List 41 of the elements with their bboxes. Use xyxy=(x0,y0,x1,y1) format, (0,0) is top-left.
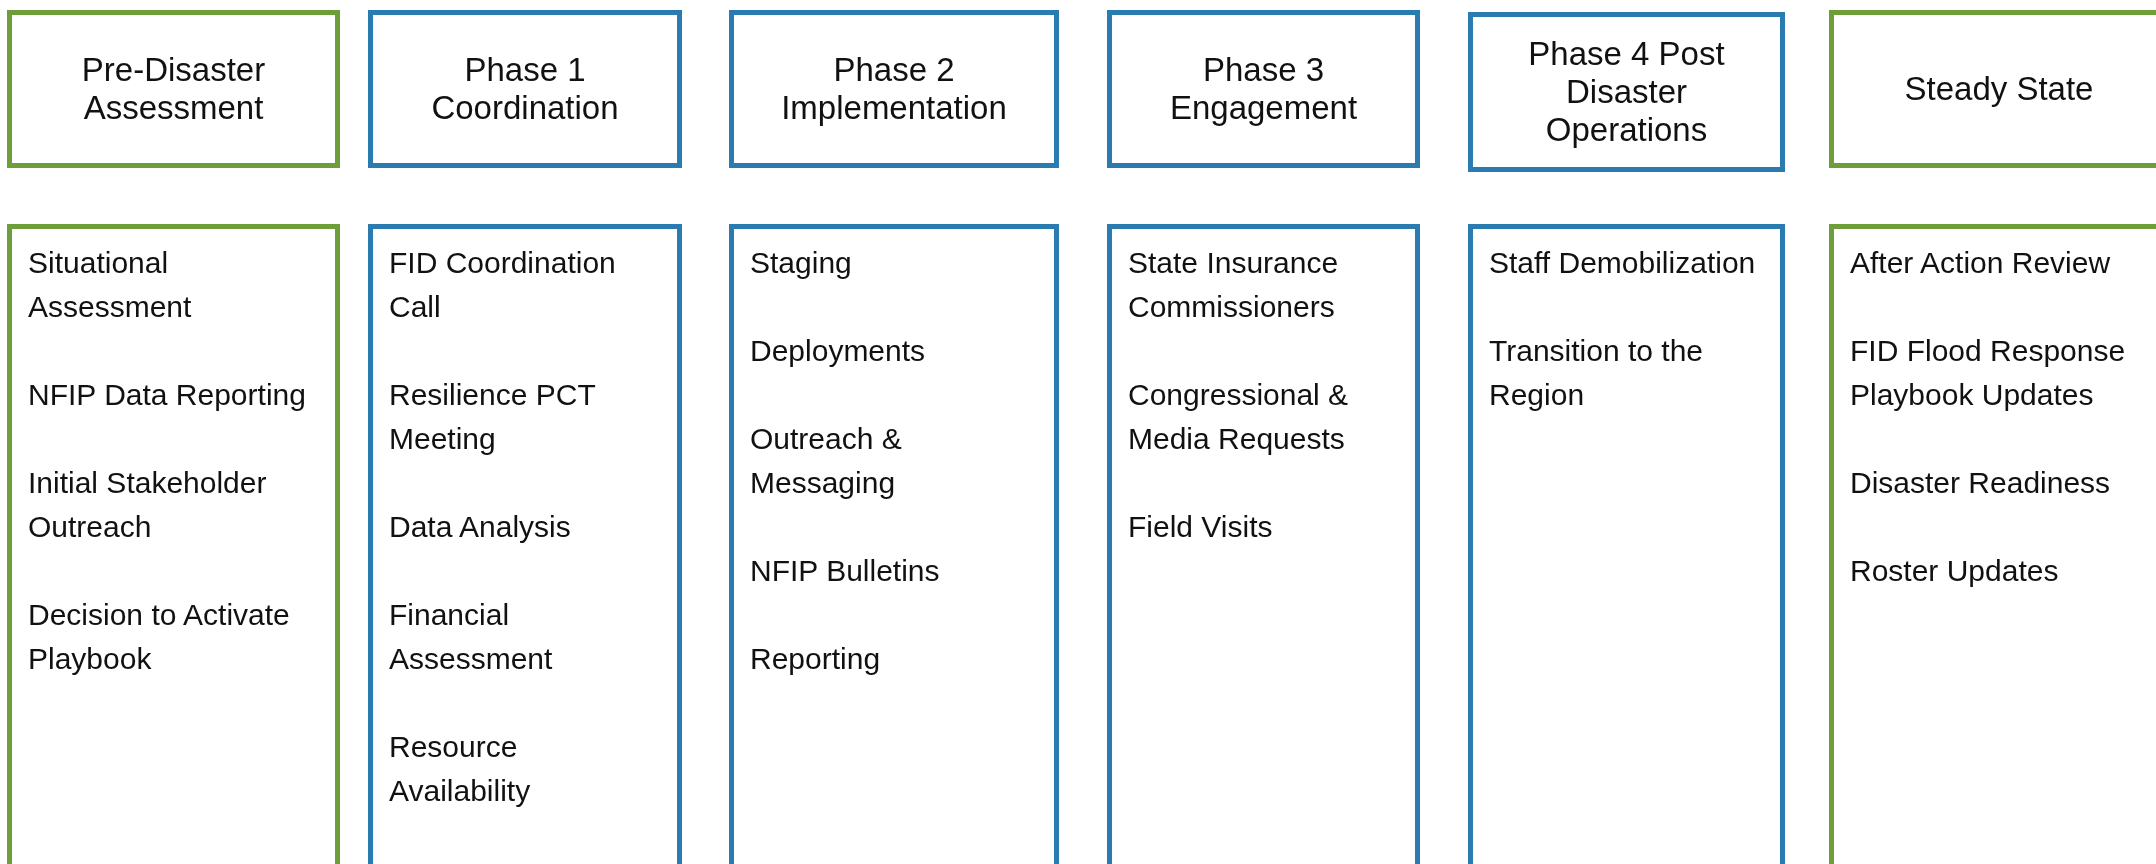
task-list-box xyxy=(7,224,340,864)
task-item: Situational Assessment xyxy=(28,245,193,325)
phase-title: Phase 3 Engagement xyxy=(1168,51,1359,127)
task-item: Staff Demobilization xyxy=(1489,245,1757,281)
phase-title: Phase 1 Coordination xyxy=(430,51,620,127)
task-item: Outreach & Messaging xyxy=(750,421,903,501)
phase-header-box xyxy=(1829,10,2156,168)
task-item: Congressional & Media Requests xyxy=(1128,377,1350,457)
task-item: Resource Availability xyxy=(389,729,532,809)
task-item: FID Flood Response Playbook Updates xyxy=(1850,333,2127,413)
task-item: Roster Updates xyxy=(1850,553,2060,589)
task-item: Disaster Readiness xyxy=(1850,465,2112,501)
task-item: Initial Stakeholder Outreach xyxy=(28,465,268,545)
phase-header-box xyxy=(1468,12,1785,172)
phase-title: Phase 2 Implementation xyxy=(780,51,1008,127)
task-item: Financial Assessment xyxy=(389,597,554,677)
task-item: Resilience PCT Meeting xyxy=(389,377,597,457)
task-item: Deployments xyxy=(750,333,927,369)
task-item: Reporting xyxy=(750,641,882,677)
task-item: Decision to Activate Playbook xyxy=(28,597,291,677)
task-list-box xyxy=(1829,224,2156,864)
task-item: Transition to the Region xyxy=(1489,333,1704,413)
task-list-box xyxy=(1468,224,1785,864)
task-item: State Insurance Commissioners xyxy=(1128,245,1340,325)
task-item: FID Coordination Call xyxy=(389,245,617,325)
task-list-box xyxy=(1107,224,1420,864)
task-item: After Action Review xyxy=(1850,245,2112,281)
phase-header-box xyxy=(7,10,340,168)
phase-header-box xyxy=(729,10,1059,168)
phase-title: Steady State xyxy=(1904,70,2094,108)
phase-title: Pre-Disaster Assessment xyxy=(80,51,267,127)
task-item: Data Analysis xyxy=(389,509,572,545)
task-item: NFIP Data Reporting xyxy=(28,377,307,413)
phase-header-box xyxy=(368,10,682,168)
task-item: Staging xyxy=(750,245,853,281)
task-list-box xyxy=(729,224,1059,864)
task-item: NFIP Bulletins xyxy=(750,553,941,589)
phase-header-box xyxy=(1107,10,1420,168)
task-list-box xyxy=(368,224,682,864)
task-item: Field Visits xyxy=(1128,509,1274,545)
phase-title: Phase 4 Post Disaster Operations xyxy=(1527,35,1726,149)
